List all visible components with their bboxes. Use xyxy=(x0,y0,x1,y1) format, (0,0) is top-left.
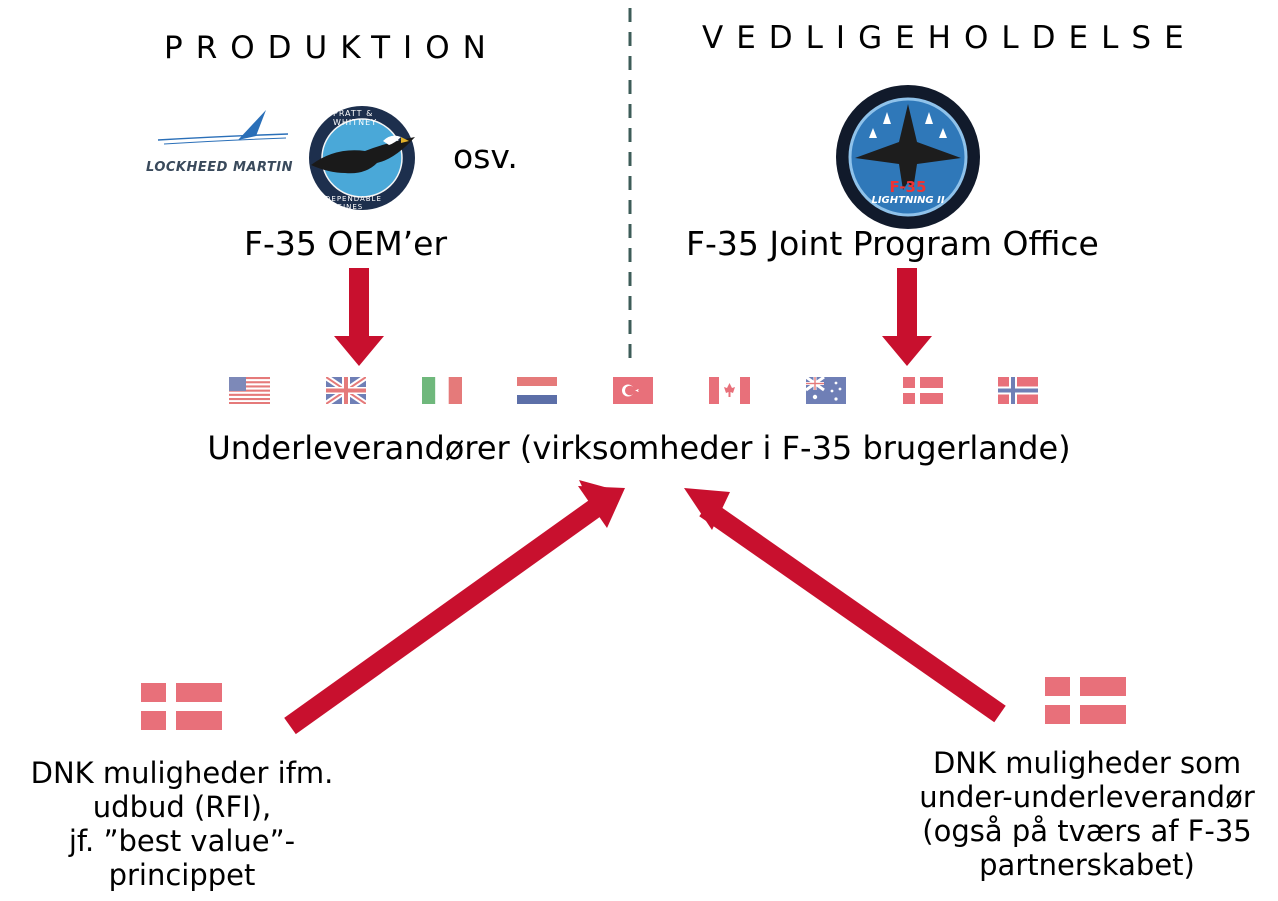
left-opportunity-text: DNK muligheder ifm. udbud (RFI), jf. ”be… xyxy=(0,756,364,892)
lockheed-star-icon xyxy=(157,110,289,145)
left-denmark-flag-icon xyxy=(141,683,222,730)
flag-row xyxy=(0,377,1278,407)
italy-flag-icon xyxy=(422,377,462,404)
jpo-label: F-35 Joint Program Office xyxy=(686,224,1099,263)
maintenance-heading: VEDLIGEHOLDELSE xyxy=(702,20,1197,56)
denmark-flag-icon xyxy=(903,377,943,404)
turkey-flag-icon xyxy=(613,377,653,404)
left-opportunity-line: DNK muligheder ifm. xyxy=(30,756,334,790)
lightning-emblem-text: LIGHTNING II xyxy=(871,195,945,206)
usa-flag-icon xyxy=(229,377,270,404)
jpo-down-arrow xyxy=(882,268,932,366)
right-up-arrow xyxy=(684,488,1006,723)
left-opportunity-line: jf. ”best value”- xyxy=(68,824,296,858)
uk-flag-icon xyxy=(326,377,366,404)
production-heading: PRODUKTION xyxy=(164,30,499,66)
eagle-emblem-icon xyxy=(309,106,415,210)
oem-down-arrow xyxy=(334,268,384,366)
lockheed-martin-text: LOCKHEED MARTIN xyxy=(146,160,293,175)
norway-flag-icon xyxy=(998,377,1038,404)
left-up-arrow xyxy=(284,480,625,735)
f35-emblem-icon xyxy=(836,85,980,229)
subcontractors-label: Underleverandører (virksomheder i F-35 b… xyxy=(207,429,1071,467)
f35-emblem-text: F-35 xyxy=(889,178,927,196)
f35-lightning-logo: F-35 LIGHTNING II xyxy=(833,82,983,232)
left-opportunity-line: princippet xyxy=(108,858,256,892)
right-opportunity-line: under-underleverandør xyxy=(919,780,1255,814)
right-opportunity-line: (også på tværs af F-35 xyxy=(922,814,1252,848)
left-opportunity-line: udbud (RFI), xyxy=(92,790,272,824)
pratt-whitney-logo: PRATT & WHITNEY DEPENDABLE ENGINES xyxy=(305,103,420,213)
right-denmark-flag-icon xyxy=(1045,677,1126,724)
lockheed-martin-logo: LOCKHEED MARTIN xyxy=(138,100,303,180)
netherlands-flag-icon xyxy=(517,377,557,404)
oem-label: F-35 OEM’er xyxy=(244,224,448,263)
pratt-whitney-top-text: PRATT & WHITNEY xyxy=(333,109,378,127)
right-opportunity-line: DNK muligheder som xyxy=(932,746,1242,780)
canada-flag-icon xyxy=(709,377,750,404)
australia-flag-icon xyxy=(806,377,846,404)
pratt-whitney-bottom-text: DEPENDABLE ENGINES xyxy=(325,195,382,211)
osv-label: osv. xyxy=(453,137,518,176)
right-opportunity-text: DNK muligheder som under-underleverandør… xyxy=(896,746,1278,882)
right-opportunity-line: partnerskabet) xyxy=(979,848,1195,882)
